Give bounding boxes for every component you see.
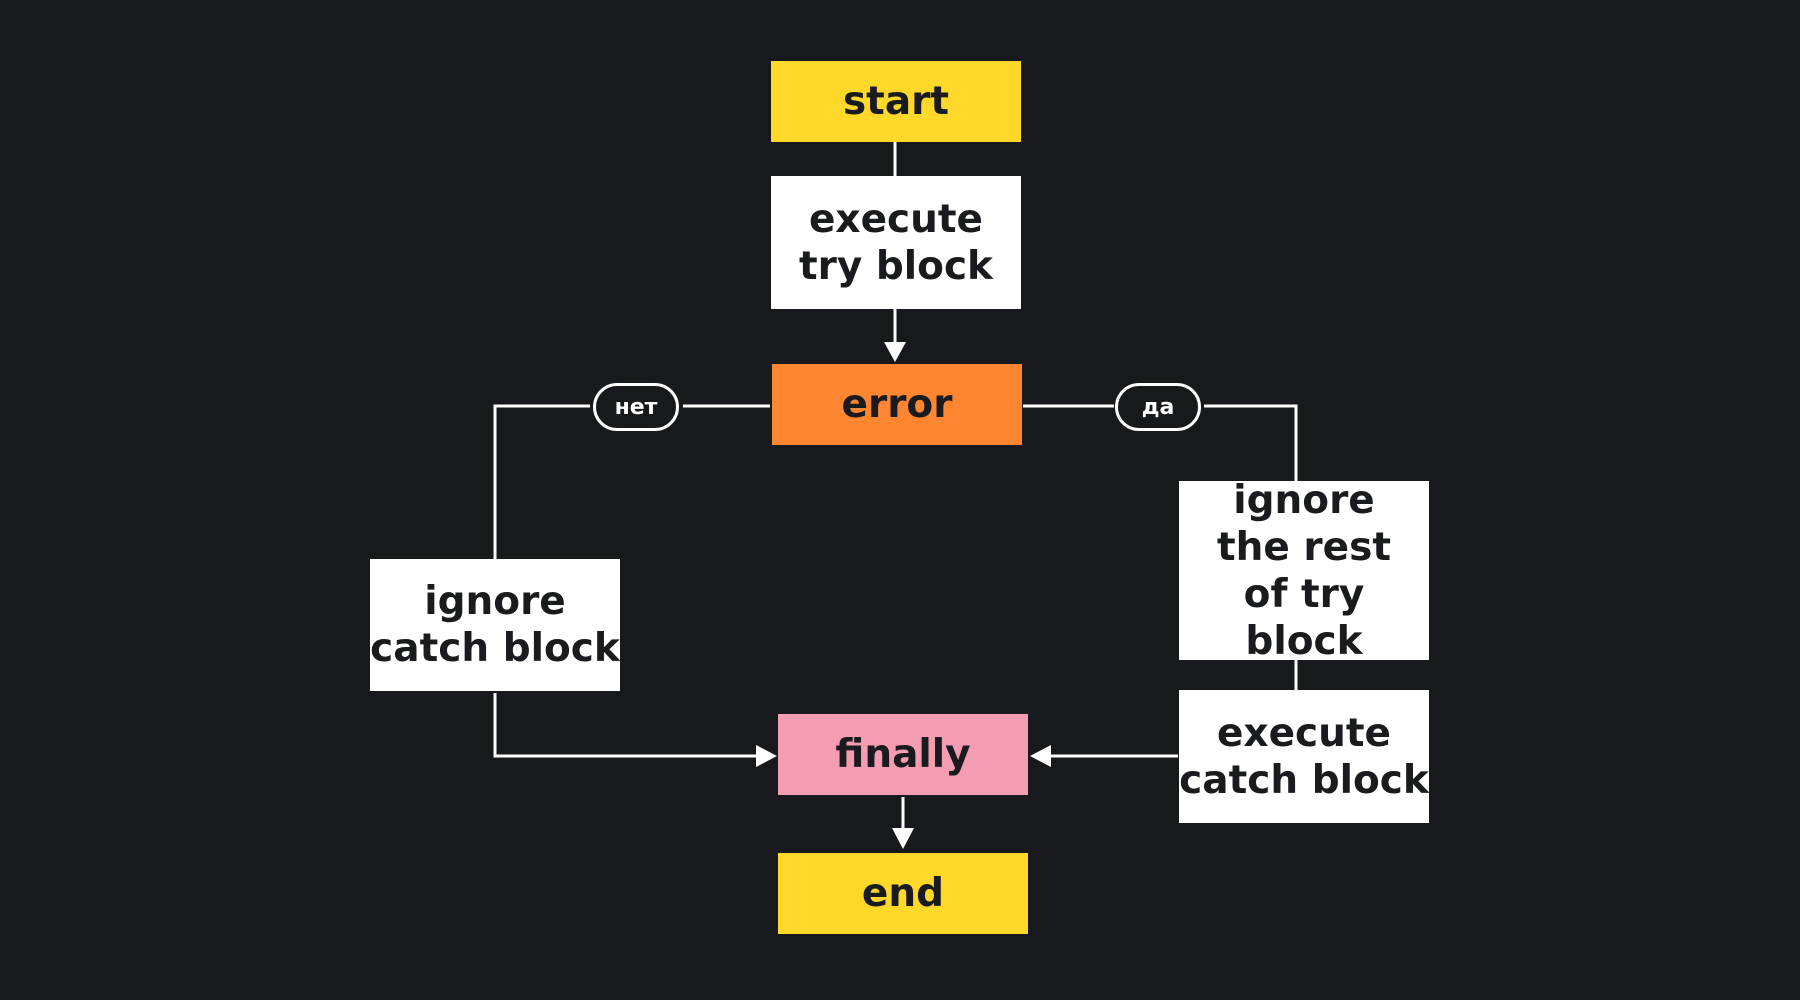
execute-catch-block-node: execute catch block — [1179, 690, 1429, 823]
arrowhead-to-end — [892, 828, 914, 849]
arrowhead-to-finally-right — [1030, 745, 1051, 767]
execute-try-block-node: execute try block — [771, 176, 1021, 309]
ignore-rest-line-3: of try block — [1243, 571, 1365, 664]
start-node: start — [771, 61, 1021, 142]
execute-catch-line-1: execute — [1216, 710, 1392, 756]
no-branch-label: нет — [593, 383, 679, 431]
error-label: error — [841, 382, 953, 427]
arrowhead-to-finally-left — [756, 745, 777, 767]
finally-node: finally — [778, 714, 1028, 795]
no-branch-text: нет — [614, 394, 658, 420]
yes-branch-label: да — [1115, 383, 1201, 431]
yes-branch-text: да — [1141, 394, 1175, 420]
error-node: error — [772, 364, 1022, 445]
start-label: start — [842, 79, 950, 124]
connector-ignore-catch-to-finally — [493, 693, 756, 758]
end-label: end — [861, 871, 945, 916]
execute-catch-line-2: catch block — [1179, 757, 1429, 803]
ignore-catch-block-node: ignore catch block — [370, 559, 620, 691]
connector-no-to-ignore-catch — [493, 404, 590, 559]
ignore-catch-line-2: catch block — [370, 626, 620, 671]
ignore-catch-line-1: ignore — [424, 579, 566, 624]
end-node: end — [778, 853, 1028, 934]
execute-try-line-2: try block — [798, 243, 993, 289]
ignore-rest-line-1: ignore — [1233, 477, 1375, 523]
arrowhead-to-error — [884, 342, 906, 362]
ignore-rest-of-try-node: ignore the rest of try block — [1179, 478, 1429, 664]
connector-yes-to-ignore-rest — [1204, 404, 1298, 481]
execute-try-line-1: execute — [808, 196, 984, 242]
ignore-rest-line-2: the rest — [1217, 524, 1391, 570]
finally-label: finally — [835, 732, 971, 777]
